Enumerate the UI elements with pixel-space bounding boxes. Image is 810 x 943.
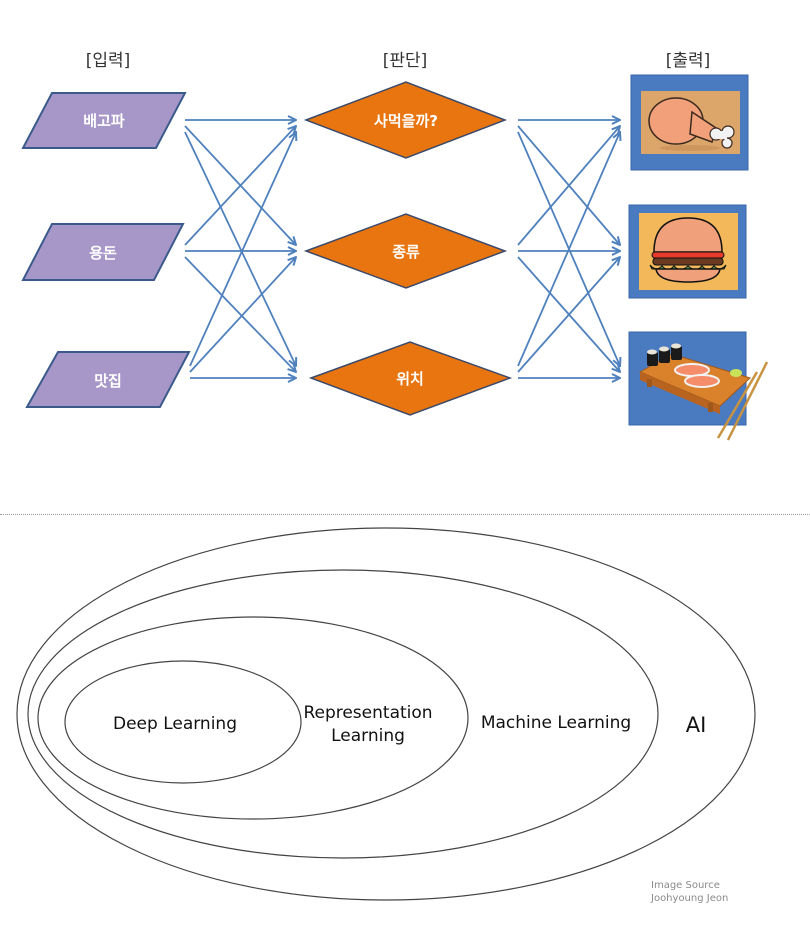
decision-column-header: [판단] [383, 51, 428, 71]
decision-node-location: 위치 [308, 341, 513, 416]
ai-hierarchy-diagram: Deep Learning Representation Learning Ma… [16, 527, 756, 904]
output-chicken [630, 74, 749, 171]
decision-label: 종류 [392, 243, 420, 261]
machine-learning-ellipse [27, 569, 659, 859]
arrow-input-3-to-1 [189, 132, 296, 367]
input-to-decision-arrows [184, 120, 296, 378]
decision-label: 위치 [396, 370, 424, 388]
arrow-input-2-to-3 [184, 256, 296, 372]
ai-label: AI [686, 713, 707, 737]
chicken-drumstick-icon [648, 97, 735, 151]
input-node-restaurant: 맛집 [25, 351, 191, 408]
deep-learning-ellipse [64, 660, 302, 784]
input-column-header: [입력] [86, 51, 131, 71]
output-column-header: [출력] [666, 51, 711, 71]
food-decision-diagram: [입력] [판단] [출력] 배고파 용돈 맛집 사먹을까? 종류 위치 [21, 51, 769, 441]
input-label: 배고파 [83, 112, 125, 130]
arrow-decision-2-to-1 [517, 126, 620, 246]
section-divider [0, 514, 810, 515]
hamburger-icon [649, 217, 727, 283]
decision-label: 사먹을까? [374, 112, 438, 130]
image-source-author: Joohyoung Jeon [650, 893, 728, 904]
decision-node-type: 종류 [303, 213, 508, 289]
arrow-input-3-to-2 [189, 257, 296, 373]
decision-to-output-arrows [517, 120, 620, 378]
arrow-input-2-to-1 [184, 126, 296, 246]
arrow-input-1-to-3 [184, 131, 296, 366]
deep-learning-label: Deep Learning [113, 714, 237, 734]
arrow-decision-3-to-2 [517, 257, 620, 373]
sushi-icon [638, 343, 769, 441]
decision-node-buy: 사먹을까? [303, 81, 508, 159]
arrow-decision-3-to-1 [517, 132, 620, 367]
ai-ellipse [16, 527, 756, 901]
output-sushi [628, 331, 769, 441]
input-label: 맛집 [94, 372, 122, 390]
input-node-hungry: 배고파 [21, 92, 187, 149]
image-source-label: Image Source [651, 880, 720, 891]
machine-learning-label: Machine Learning [481, 713, 631, 733]
representation-learning-label-line2: Learning [331, 726, 405, 746]
representation-learning-ellipse [37, 616, 469, 820]
input-label: 용돈 [89, 244, 117, 262]
representation-learning-label-line1: Representation [303, 703, 432, 723]
output-hamburger [628, 204, 747, 299]
input-node-allowance: 용돈 [21, 223, 185, 281]
